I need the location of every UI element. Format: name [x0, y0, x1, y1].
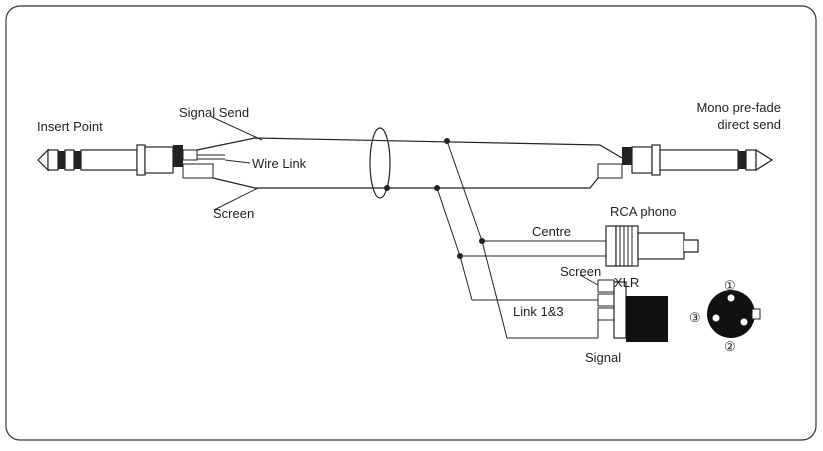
rca-phono-plug [605, 225, 699, 267]
label-xlr: XLR [614, 275, 639, 290]
diagram-frame [5, 5, 817, 441]
left-trs-jack-plug [37, 144, 225, 179]
label-insert-point: Insert Point [37, 119, 103, 134]
label-mono-line2: direct send [717, 117, 781, 132]
label-pin-1: ① [724, 278, 736, 293]
xlr-connector [597, 279, 668, 342]
label-rca-phono: RCA phono [610, 204, 677, 219]
branch-wires [384, 138, 606, 339]
xlr-pinout-face [707, 290, 761, 338]
label-link-1-3: Link 1&3 [513, 304, 564, 319]
label-wire-link: Wire Link [252, 156, 307, 171]
label-pin-2: ② [724, 339, 736, 354]
label-pin-3: ③ [689, 310, 701, 325]
label-centre: Centre [532, 224, 571, 239]
main-cable [196, 127, 623, 199]
label-screen-left: Screen [213, 206, 254, 221]
label-signal-send: Signal Send [179, 105, 249, 120]
right-ts-jack-plug [597, 144, 774, 179]
label-screen-xlr: Screen [560, 264, 601, 279]
label-signal: Signal [585, 350, 621, 365]
label-mono-line1: Mono pre-fade [696, 100, 781, 115]
